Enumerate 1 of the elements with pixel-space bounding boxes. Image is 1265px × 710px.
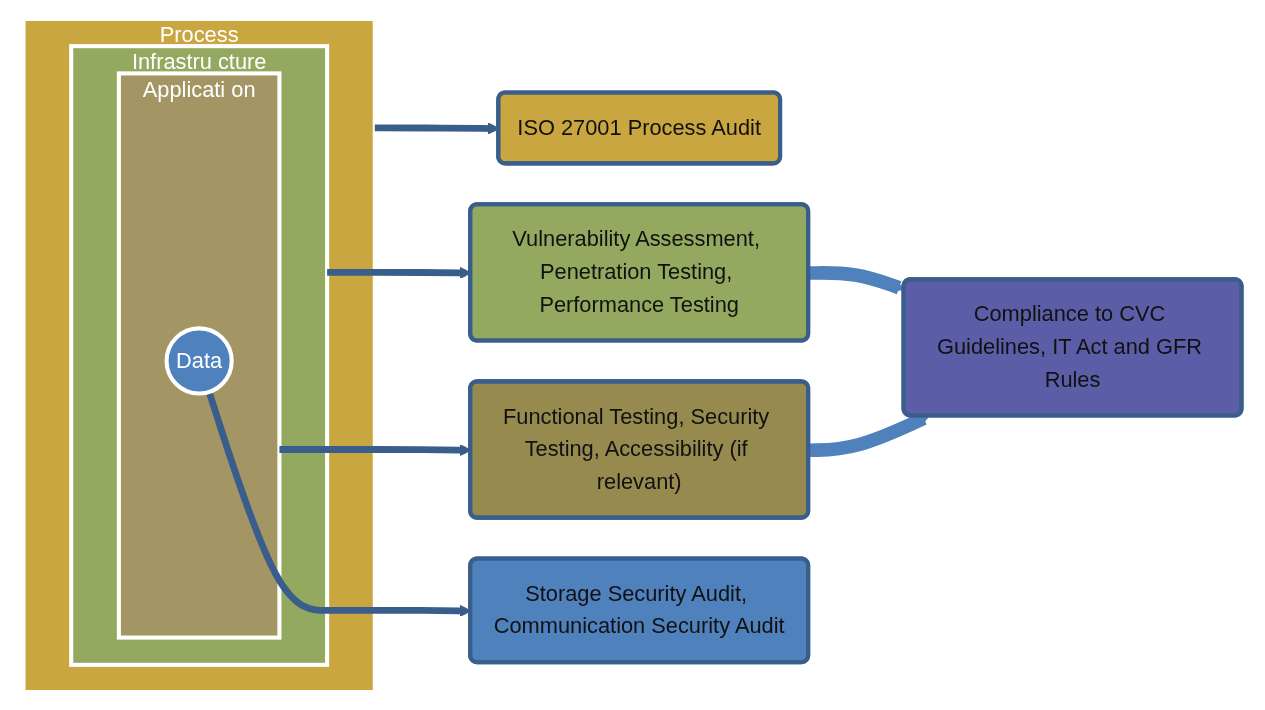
- node-circle: Data: [164, 325, 234, 396]
